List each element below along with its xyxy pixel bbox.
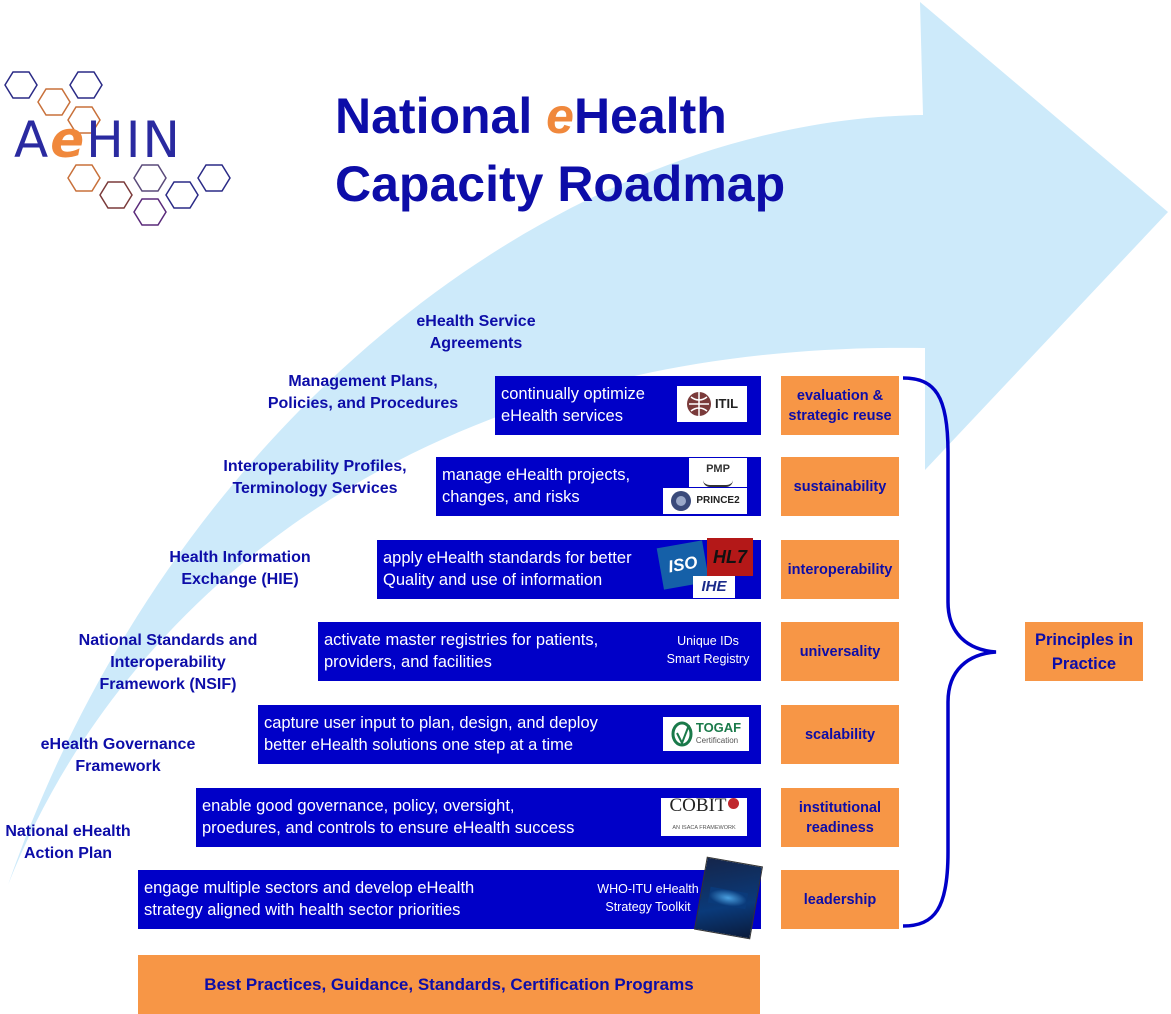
principle-institutional-readiness: institutional readiness <box>781 788 899 847</box>
bar-apply-standards: apply eHealth standards for better Quali… <box>377 538 761 599</box>
bar-manage-projects: manage eHealth projects, changes, and ri… <box>436 457 761 516</box>
bar-engage-sectors: engage multiple sectors and develop eHea… <box>138 856 763 940</box>
page-title: National eHealth Capacity Roadmap <box>335 88 786 212</box>
curly-brace <box>902 376 997 928</box>
bar-capture-input: capture user input to plan, design, and … <box>258 705 761 764</box>
label-nsif: National Standards and Interoperability … <box>78 632 258 693</box>
label-governance-framework: eHealth Governance Framework <box>40 736 196 775</box>
label-interoperability-profiles: Interoperability Profiles, Terminology S… <box>223 458 407 497</box>
principle-universality: universality <box>781 622 899 681</box>
label-management-plans: Management Plans, Policies, and Procedur… <box>267 373 459 412</box>
pmp-logo: PMP <box>689 458 747 487</box>
prince2-logo: PRINCE2 <box>663 488 747 514</box>
principles-in-practice-label: Principles in Practice <box>1025 622 1143 681</box>
label-hie: Health Information Exchange (HIE) <box>169 549 311 588</box>
principle-leadership: leadership <box>781 870 899 929</box>
bar-governance: enable good governance, policy, oversigh… <box>196 788 761 847</box>
toolkit-book-cover <box>694 856 763 940</box>
label-action-plan: National eHealth Action Plan <box>5 823 131 862</box>
logo-letters-hin: HIN <box>86 111 182 169</box>
bar-optimize-services: continually optimize eHealth services IT… <box>495 376 761 435</box>
togaf-logo: TOGAF Certification <box>663 717 749 751</box>
footer-best-practices: Best Practices, Guidance, Standards, Cer… <box>138 955 760 1014</box>
aehin-logo: AeHIN <box>0 66 240 231</box>
principle-sustainability: sustainability <box>781 457 899 516</box>
itil-logo: ITIL <box>677 386 747 422</box>
ihe-logo: IHE <box>693 576 735 598</box>
registry-note: Unique IDs Smart Registry <box>666 634 750 666</box>
toolkit-note: WHO-ITU eHealth Strategy Toolkit <box>597 882 699 914</box>
hl7-logo: HL7 <box>707 538 753 576</box>
principle-evaluation: evaluation & strategic reuse <box>781 376 899 435</box>
bar-master-registries: activate master registries for patients,… <box>318 622 761 681</box>
principle-scalability: scalability <box>781 705 899 764</box>
logo-letter-a: A <box>14 111 51 169</box>
principle-interoperability: interoperability <box>781 540 899 599</box>
label-service-agreements: eHealth Service Agreements <box>416 313 536 352</box>
logo-letter-e: e <box>50 111 87 169</box>
cobit-logo: COBIT AN ISACA FRAMEWORK <box>661 795 747 836</box>
